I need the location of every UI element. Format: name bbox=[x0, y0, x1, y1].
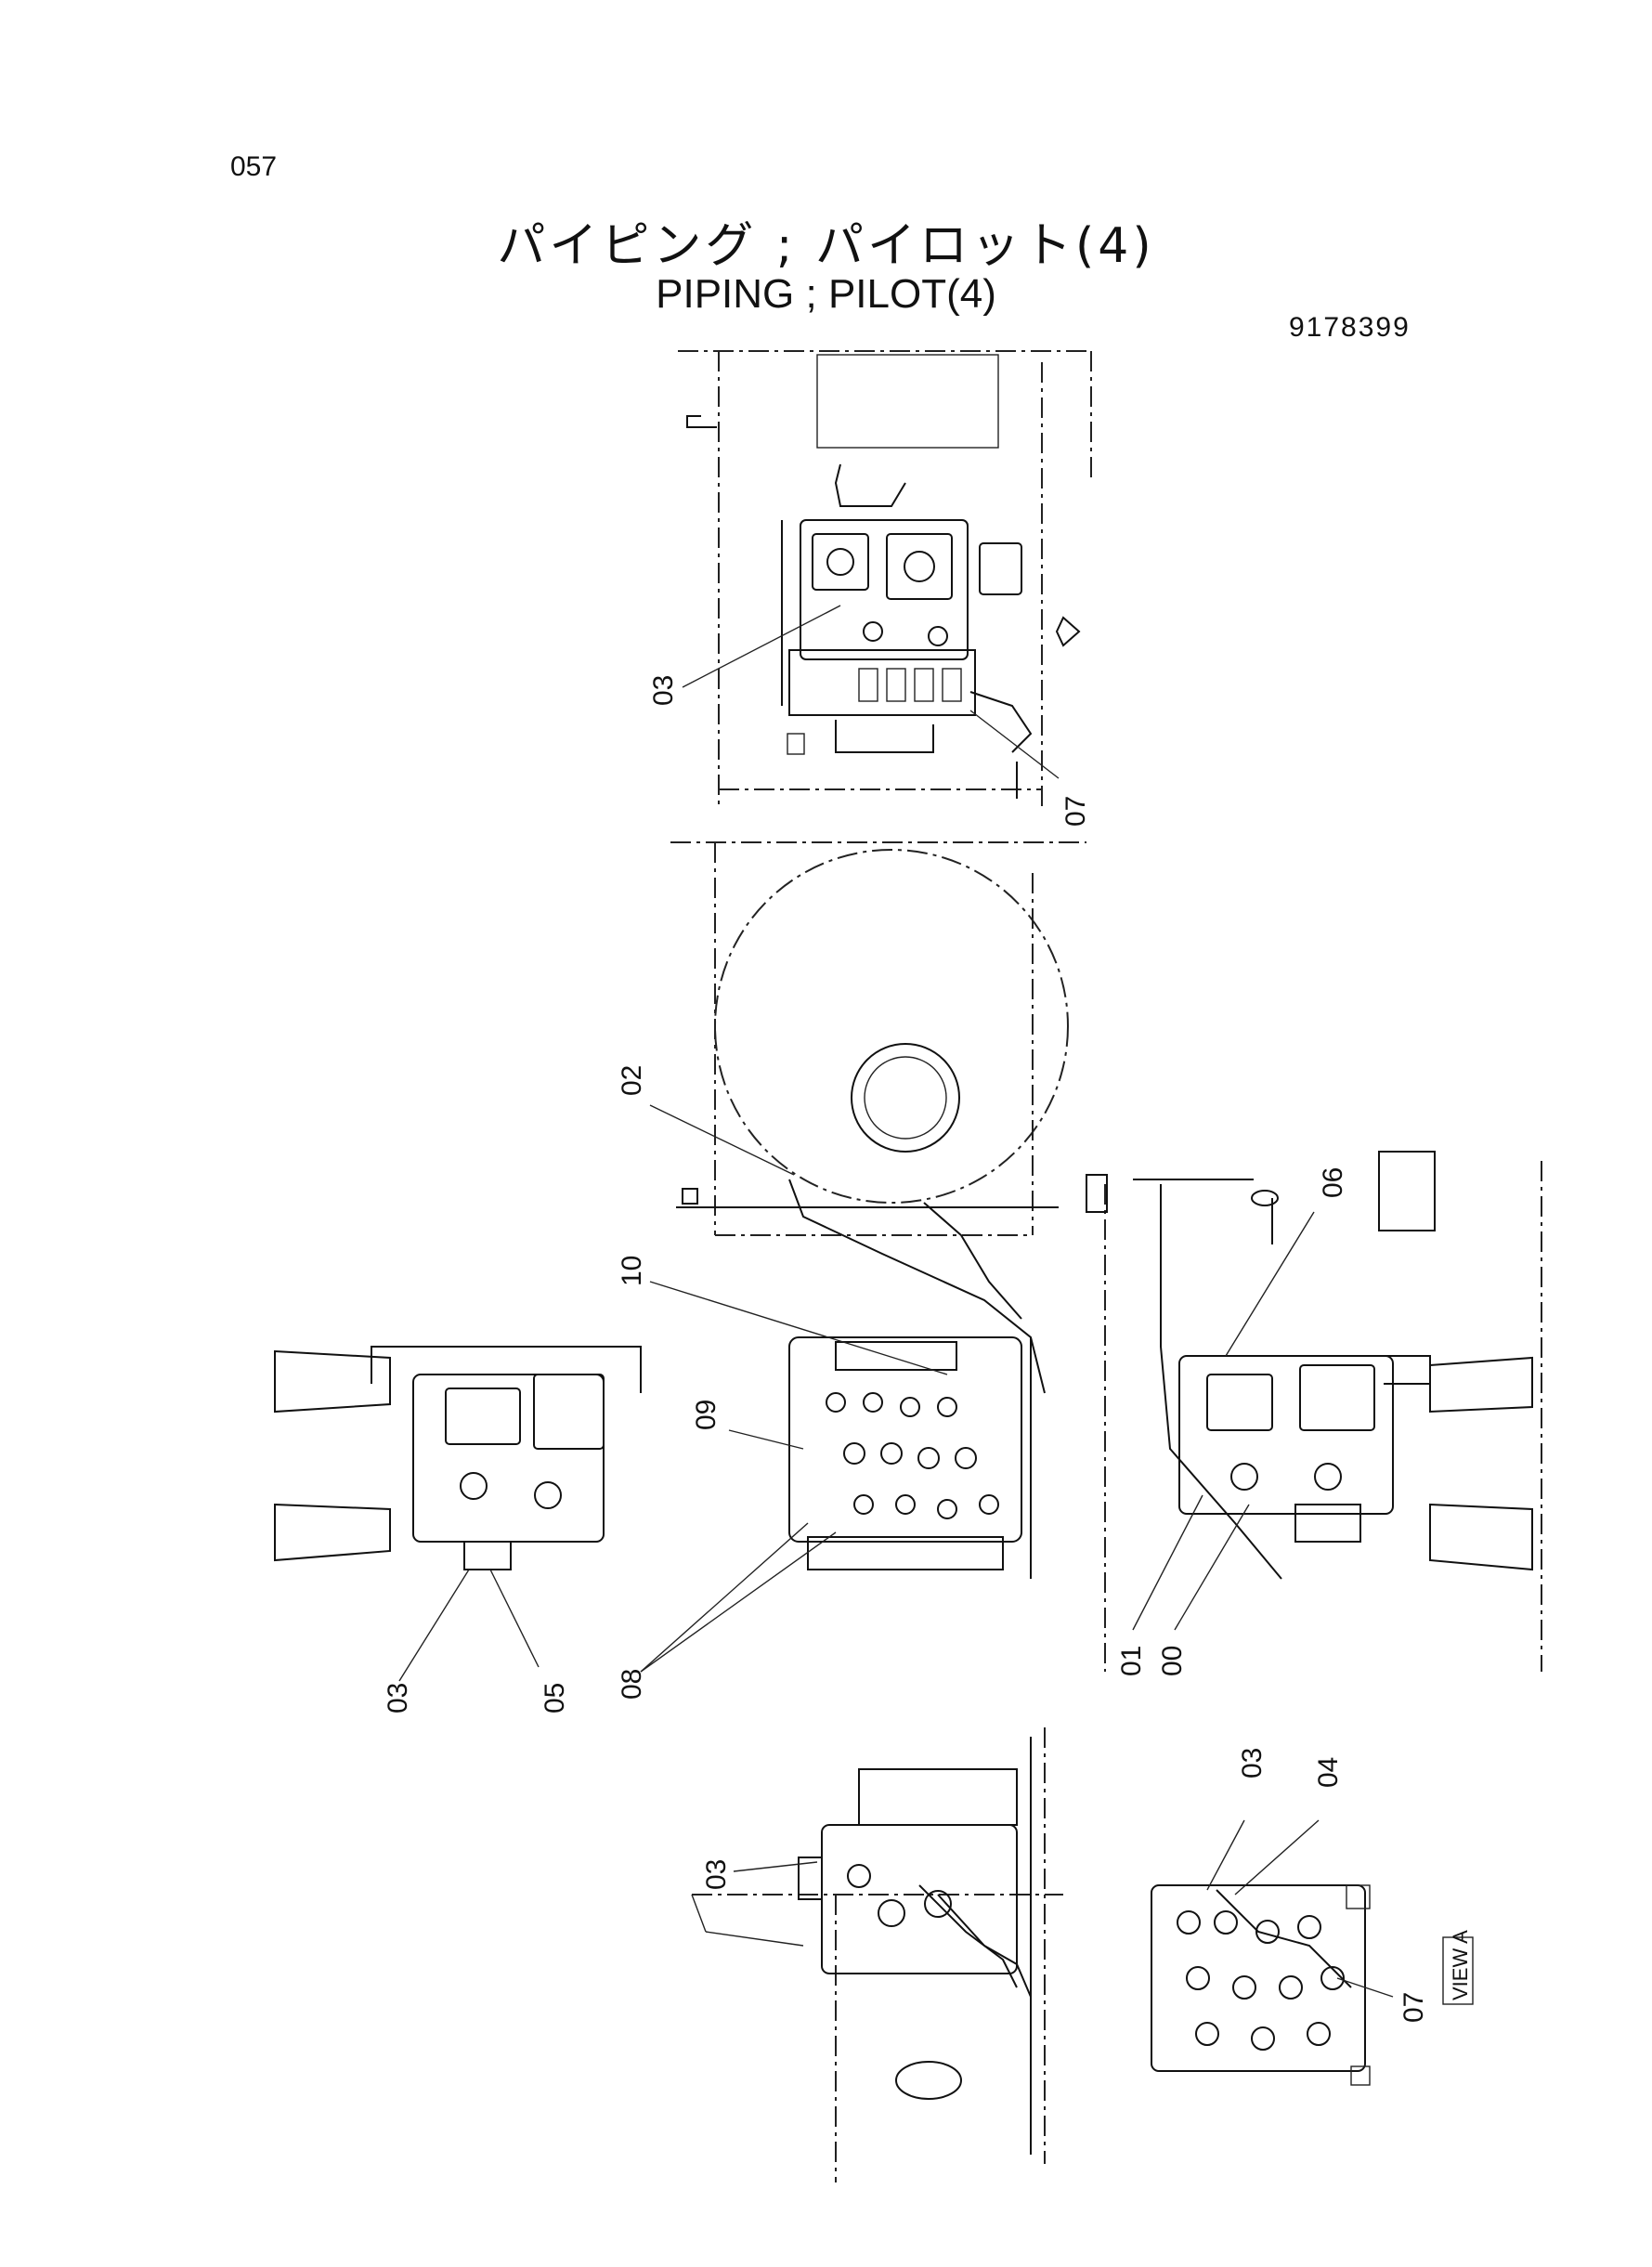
callout-right-06: 06 bbox=[1318, 1167, 1348, 1198]
callout-mid-09: 09 bbox=[691, 1400, 722, 1430]
view-a-text: VIEW A bbox=[1449, 1930, 1472, 2000]
callout-top-03: 03 bbox=[648, 675, 679, 706]
callout-left-03: 03 bbox=[383, 1683, 413, 1713]
callout-left-05: 05 bbox=[540, 1683, 570, 1713]
callout-right-01: 01 bbox=[1116, 1646, 1147, 1676]
part-number: 9178399 bbox=[1289, 312, 1411, 343]
title-japanese: パイピング ; パイロット(4) bbox=[497, 218, 1155, 274]
tank-view bbox=[670, 841, 1086, 1236]
top-view bbox=[678, 350, 1092, 808]
left-pump-view bbox=[274, 1346, 642, 1570]
callout-top-07: 07 bbox=[1060, 796, 1091, 827]
center-valve bbox=[788, 1336, 1032, 1579]
page-number: 057 bbox=[230, 151, 278, 182]
title-english: PIPING ; PILOT(4) bbox=[656, 271, 996, 317]
callout-right-00: 00 bbox=[1157, 1646, 1188, 1676]
bottom-left-view bbox=[692, 1727, 1063, 2182]
view-a-label: VIEW A bbox=[1442, 1930, 1474, 2005]
callout-mid-10: 10 bbox=[617, 1256, 647, 1286]
callout-bot-03: 03 bbox=[701, 1859, 732, 1890]
right-pump-view bbox=[1086, 1151, 1542, 1672]
view-a bbox=[1151, 1884, 1371, 2086]
callout-mid-02: 02 bbox=[617, 1065, 647, 1096]
callout-bot-03b: 03 bbox=[1237, 1748, 1268, 1778]
callout-bot-04: 04 bbox=[1313, 1757, 1344, 1788]
callout-bot-07: 07 bbox=[1398, 1992, 1429, 2023]
callout-mid-08: 08 bbox=[617, 1669, 647, 1700]
